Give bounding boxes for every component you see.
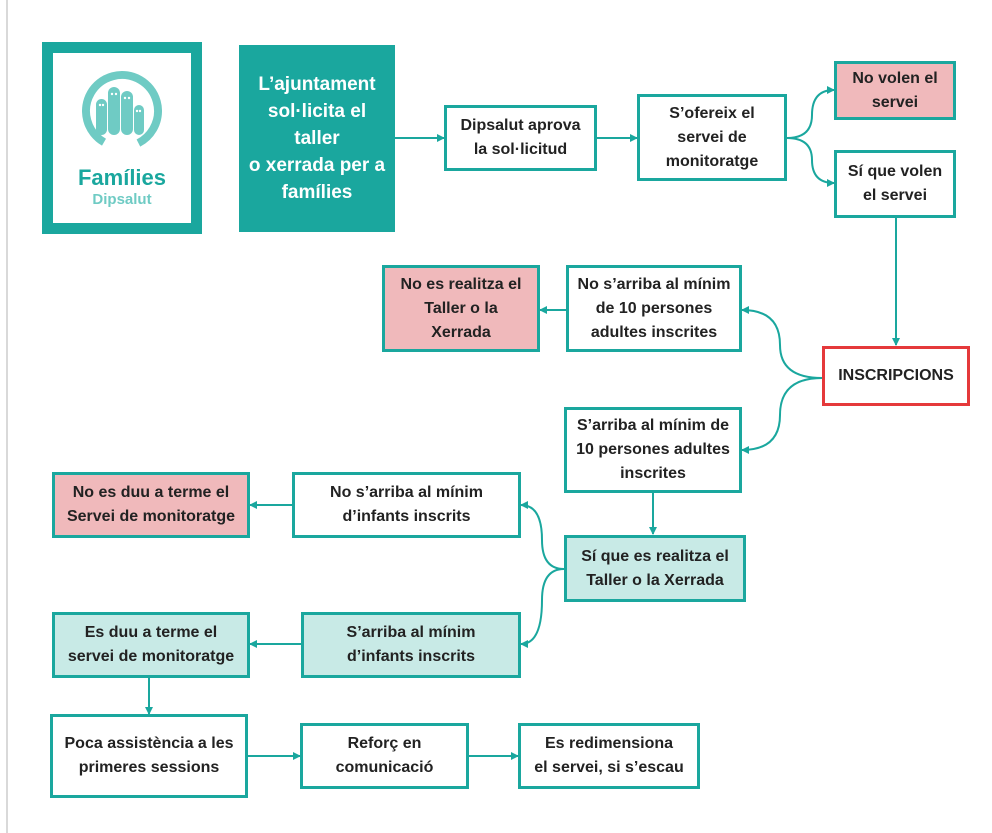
- node-inscripcions-label: INSCRIPCIONS: [838, 367, 954, 384]
- node-not-min-adults: No s’arriba al mínim de 10 persones adul…: [566, 265, 742, 352]
- node-min-kids: S’arriba al mínim d’infants inscrits: [301, 612, 521, 678]
- node-min-adults-label: S’arriba al mínim de 10 persones adultes…: [576, 417, 730, 482]
- arrow-yes-taller-to-not-min-kids: [520, 501, 565, 570]
- arrow-inscripcions-to-not-min: [741, 306, 823, 379]
- node-not-min-kids: No s’arriba al mínim d’infants inscrits: [292, 472, 521, 538]
- node-yes-taller-label: Sí que es realitza el Taller o la Xerrad…: [581, 547, 729, 589]
- node-no-want: No volen el servei: [834, 61, 956, 120]
- arrow-yes-taller-to-min-kids: [520, 568, 565, 648]
- node-not-min-kids-label: No s’arriba al mínim d’infants inscrits: [330, 484, 483, 525]
- arrow-inscripcions-to-min: [741, 377, 823, 454]
- arrow-offer-to-no: [786, 86, 835, 139]
- page-edge-line: [6, 0, 8, 833]
- node-no-want-label: No volen el servei: [852, 69, 938, 111]
- node-min-kids-label: S’arriba al mínim d’infants inscrits: [346, 624, 476, 665]
- families-dipsalut-logo: Famílies Dipsalut: [42, 42, 202, 234]
- node-inscripcions: INSCRIPCIONS: [822, 346, 970, 406]
- node-request: L’ajuntament sol·licita el taller o xerr…: [239, 45, 395, 232]
- node-no-service: No es duu a terme el Servei de monitorat…: [52, 472, 250, 538]
- node-no-taller-label: No es realitza el Taller o la Xerrada: [400, 275, 522, 341]
- node-do-service-label: Es duu a terme el servei de monitoratge: [67, 624, 235, 665]
- node-low-attendance-label: Poca assistència a les primeres sessions: [64, 735, 234, 776]
- arrow-offer-to-yes: [786, 137, 835, 187]
- node-no-service-label: No es duu a terme el Servei de monitorat…: [66, 484, 236, 525]
- node-yes-want-label: Sí que volen el servei: [847, 163, 943, 204]
- node-approve: Dipsalut aprova la sol·licitud: [444, 105, 597, 171]
- node-no-taller: No es realitza el Taller o la Xerrada: [382, 265, 540, 352]
- node-offer: S’ofereix el servei de monitoratge: [637, 94, 787, 181]
- node-resize-label: Es redimensiona el servei, si s’escau: [534, 735, 684, 776]
- node-reinforce: Reforç en comunicació: [300, 723, 469, 789]
- logo-subtitle: Dipsalut: [92, 191, 152, 208]
- node-low-attendance: Poca assistència a les primeres sessions: [50, 714, 248, 798]
- node-yes-want: Sí que volen el servei: [834, 150, 956, 218]
- node-min-adults: S’arriba al mínim de 10 persones adultes…: [564, 407, 742, 493]
- node-not-min-adults-label: No s’arriba al mínim de 10 persones adul…: [577, 275, 731, 341]
- logo-title: Famílies: [77, 165, 167, 190]
- node-resize: Es redimensiona el servei, si s’escau: [518, 723, 700, 789]
- node-offer-label: S’ofereix el servei de monitoratge: [665, 104, 759, 170]
- node-yes-taller: Sí que es realitza el Taller o la Xerrad…: [564, 535, 746, 602]
- node-reinforce-label: Reforç en comunicació: [335, 735, 434, 776]
- node-approve-label: Dipsalut aprova la sol·licitud: [460, 117, 581, 158]
- node-do-service: Es duu a terme el servei de monitoratge: [52, 612, 250, 678]
- node-request-label: L’ajuntament sol·licita el taller o xerr…: [248, 74, 386, 203]
- family-fingers-icon: [82, 71, 162, 151]
